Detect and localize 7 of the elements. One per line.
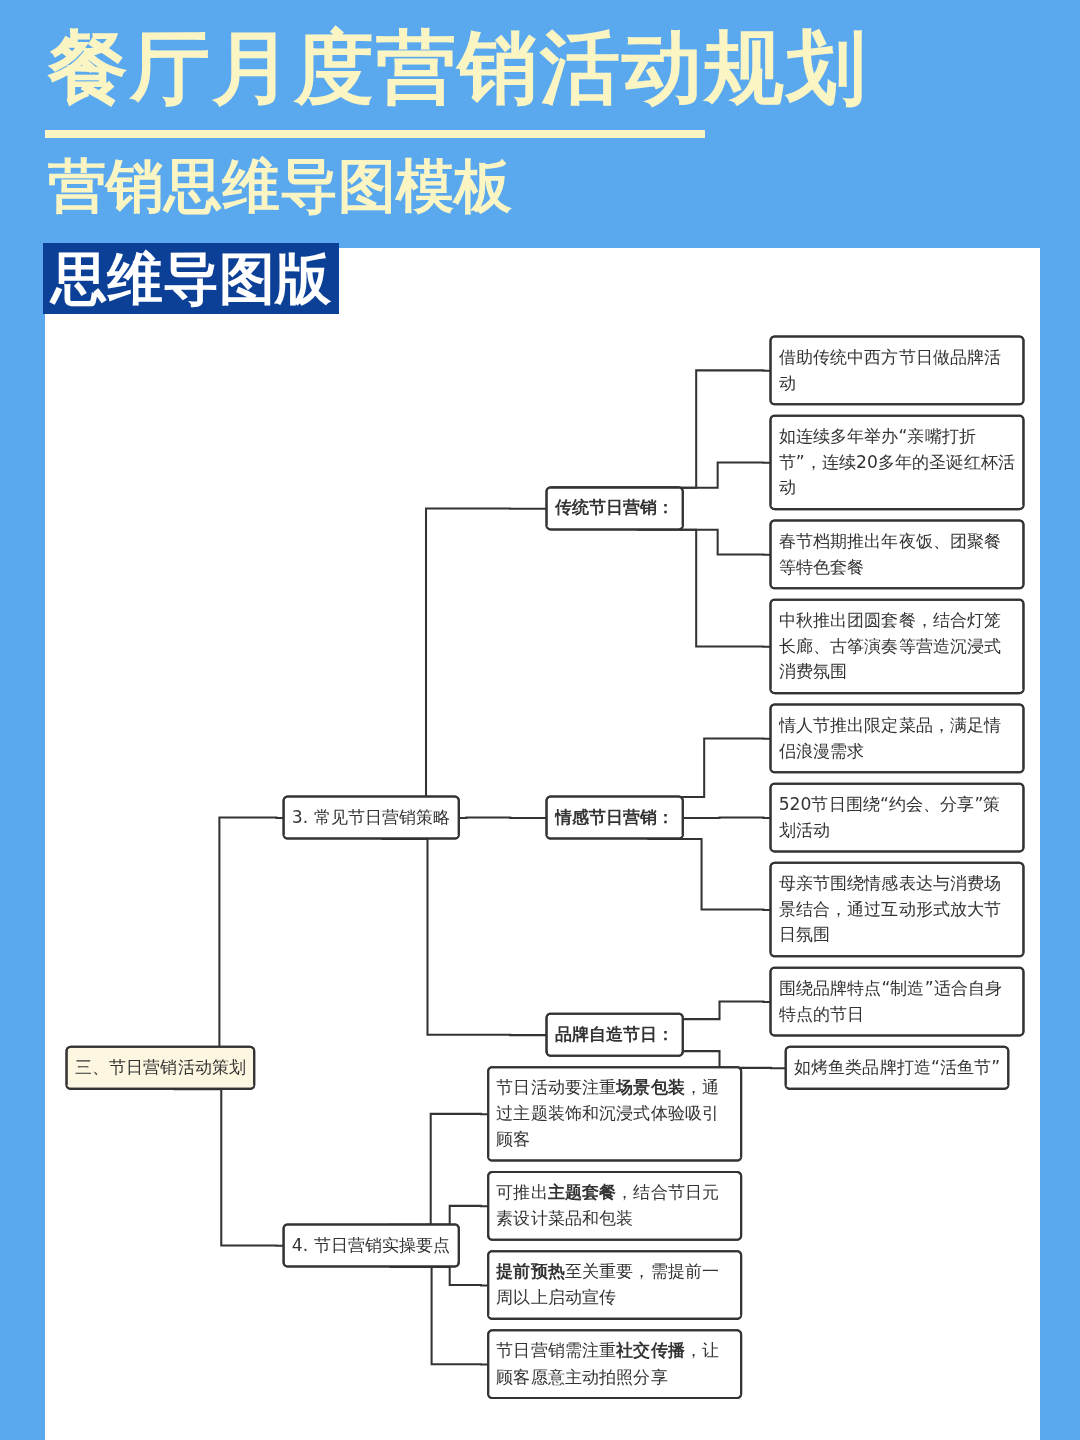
connector [679,461,771,489]
connector [683,1000,771,1021]
title: 餐厅月度营销活动规划 [48,20,868,116]
section-banner: 思维导图版 [43,243,339,315]
subtitle: 营销思维导图模板 [48,152,512,222]
connector [459,816,547,819]
connector [683,816,771,819]
